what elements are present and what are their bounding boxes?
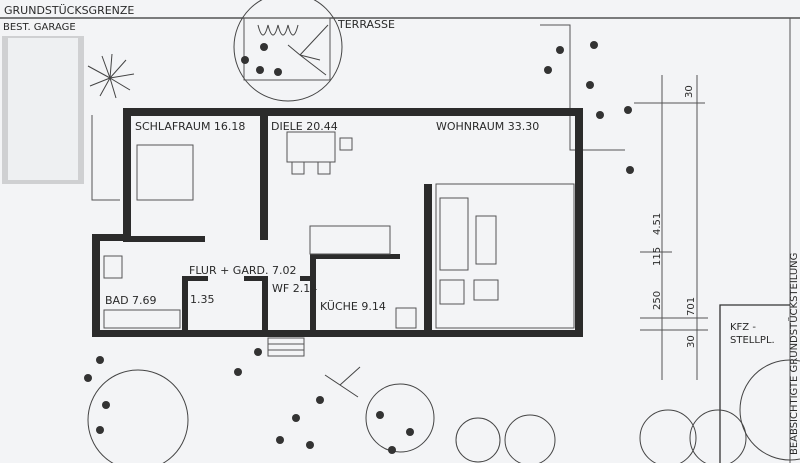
parking-label-1: KFZ - <box>730 322 756 333</box>
entrance-stairs <box>91 115 305 357</box>
shrubs <box>84 41 634 454</box>
room-label-kitchen: KÜCHE 9.14 <box>320 300 386 313</box>
dim-outer: 701 <box>686 297 697 316</box>
dim-inner-c: 250 <box>652 291 663 310</box>
terrace-planter <box>233 0 343 102</box>
dimension-labels: 30 4.51 115 250 701 30 <box>652 85 697 348</box>
palm-tree <box>87 53 135 99</box>
room-label-wc: WF 2.14 <box>272 282 317 295</box>
garage <box>2 36 84 184</box>
room-label-small-room: 1.35 <box>190 293 215 306</box>
furniture <box>103 131 575 329</box>
dim-top: 30 <box>684 85 695 98</box>
dim-inner-b: 115 <box>652 247 663 266</box>
boundary-label: GRUNDSTÜCKSGRENZE <box>4 4 134 17</box>
garage-label: BEST. GARAGE <box>3 22 76 33</box>
room-label-living: WOHNRAUM 33.30 <box>436 120 539 133</box>
side-terrace <box>540 24 625 151</box>
terrace-label: TERRASSE <box>337 18 395 31</box>
walls <box>92 108 583 337</box>
room-label-hall: DIELE 20.44 <box>271 120 338 133</box>
room-label-bedroom: SCHLAFRAUM 16.18 <box>135 120 245 133</box>
room-label-corridor: FLUR + GARD. 7.02 <box>189 264 296 277</box>
room-label-bath: BAD 7.69 <box>105 294 157 307</box>
garden-trees <box>87 359 800 463</box>
split-label: BEABSICHTIGTE GRUNDSTÜCKSTEILUNG <box>787 253 800 455</box>
dim-inner-a: 4.51 <box>652 213 663 235</box>
dimension-lines <box>634 75 708 380</box>
dim-bottom: 30 <box>686 335 697 348</box>
parking-label-2: STELLPL. <box>730 335 775 346</box>
